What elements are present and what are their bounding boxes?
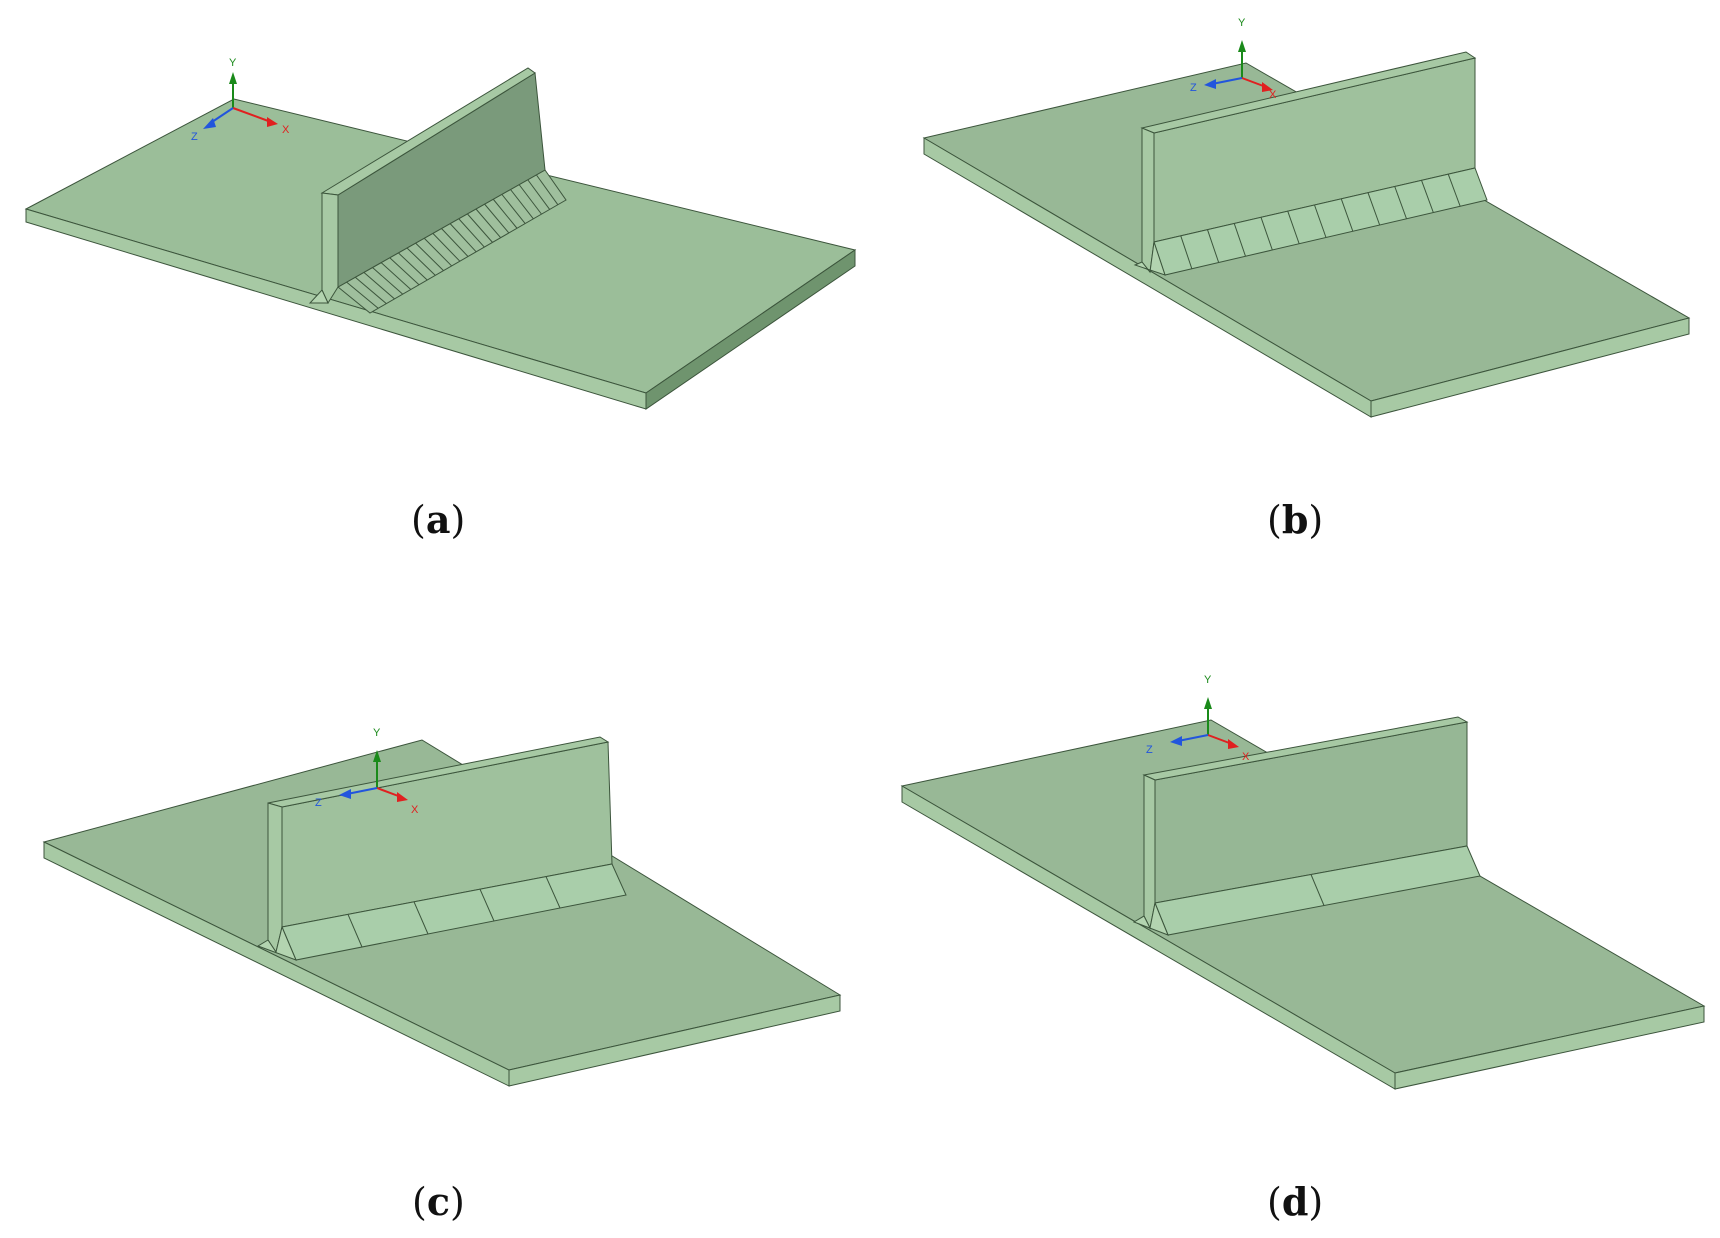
wall-end bbox=[267, 802, 283, 954]
plate-right-edge bbox=[645, 249, 856, 410]
y-arrow-icon bbox=[1204, 697, 1212, 709]
weld-segment-divider bbox=[346, 281, 379, 309]
panel-d: Y X Z (d) bbox=[860, 640, 1720, 1238]
caption-a: (a) bbox=[411, 497, 466, 542]
weld-segment-divider bbox=[423, 237, 453, 267]
weld-segment-divider bbox=[458, 218, 485, 248]
axis-label-x: X bbox=[282, 124, 290, 136]
axis-label-y: Y bbox=[1204, 674, 1212, 686]
wall-end bbox=[1143, 774, 1156, 930]
weld-segment-divider bbox=[1233, 223, 1246, 257]
weld-segment-divider bbox=[1340, 198, 1354, 232]
model-view-b: Y X Z bbox=[922, 17, 1691, 418]
axis-label-z: Z bbox=[1190, 82, 1197, 94]
weld-segment-divider bbox=[479, 888, 495, 922]
weld-segment-divider bbox=[398, 252, 428, 281]
weld-end bbox=[256, 925, 297, 961]
x-arrow-icon bbox=[267, 117, 278, 127]
weld-segment-divider bbox=[1180, 235, 1193, 269]
plate-right-edge bbox=[1394, 1005, 1705, 1090]
axis-triad: Y X Z bbox=[191, 57, 290, 143]
plate-right-edge bbox=[508, 994, 841, 1087]
weld-segment-divider bbox=[372, 267, 403, 295]
weld-segment-divider bbox=[1421, 180, 1434, 213]
weld-segment-divider bbox=[535, 174, 559, 206]
model-view-d: Y X Z bbox=[900, 674, 1706, 1090]
caption-c: (c) bbox=[412, 1179, 465, 1224]
weld-segment-divider bbox=[1207, 229, 1220, 263]
weld-segment-divider bbox=[1260, 217, 1273, 251]
z-arrow-icon bbox=[1204, 79, 1216, 89]
caption-label-d: d bbox=[1281, 1179, 1309, 1224]
weld-segment-divider bbox=[389, 257, 420, 286]
axis-label-y: Y bbox=[229, 57, 237, 69]
axis-label-z: Z bbox=[191, 131, 198, 143]
x-arrow-icon bbox=[1262, 82, 1273, 92]
weld-segment-divider bbox=[347, 914, 363, 948]
weld-segment-divider bbox=[354, 276, 387, 304]
weld-segment-divider bbox=[363, 271, 395, 300]
axis-triad: Y X Z bbox=[1190, 17, 1277, 101]
caption-label-c: c bbox=[426, 1179, 450, 1224]
weld-segment-divider bbox=[415, 242, 444, 271]
weld-segment-divider bbox=[1314, 204, 1327, 238]
weld-segment-divider bbox=[475, 208, 502, 238]
weld-segment-divider bbox=[545, 876, 561, 909]
caption-d: (d) bbox=[1267, 1179, 1324, 1224]
panel-c: Y X Z (c) bbox=[0, 640, 860, 1238]
weld-segment-divider bbox=[466, 213, 493, 243]
weld-segment-divider bbox=[413, 901, 429, 935]
axis-label-z: Z bbox=[315, 797, 322, 809]
weld-segment-divider bbox=[406, 247, 436, 276]
weld-end bbox=[1133, 241, 1166, 276]
axis-label-y: Y bbox=[1238, 17, 1246, 29]
weld-segment-divider bbox=[1367, 192, 1381, 226]
weld-segment-divider bbox=[527, 179, 551, 210]
x-arrow-icon bbox=[397, 792, 408, 802]
y-arrow-icon bbox=[1238, 40, 1246, 52]
model-view-a: Y X Z bbox=[24, 57, 857, 410]
axis-triad: Y X Z bbox=[315, 727, 419, 816]
z-arrow-icon bbox=[1170, 736, 1182, 746]
weld-end bbox=[308, 289, 329, 304]
axis-label-z: Z bbox=[1146, 744, 1153, 756]
weld-segment-divider bbox=[484, 203, 510, 234]
z-arrow-icon bbox=[339, 789, 351, 799]
y-arrow-icon bbox=[373, 750, 381, 762]
x-arrow-icon bbox=[1228, 739, 1239, 749]
weld-end bbox=[1132, 901, 1169, 936]
wall-end bbox=[1141, 127, 1155, 274]
plate-right-edge bbox=[1370, 317, 1690, 418]
weld-segment-divider bbox=[380, 262, 412, 290]
axis-label-y: Y bbox=[373, 727, 381, 739]
weld-segment-divider bbox=[492, 198, 518, 229]
axis-label-x: X bbox=[1269, 89, 1277, 101]
weld-segment-divider bbox=[441, 228, 469, 257]
y-arrow-icon bbox=[229, 72, 237, 84]
weld-segment-divider bbox=[1310, 874, 1325, 906]
weld-segment-divider bbox=[501, 194, 526, 224]
weld-segment-divider bbox=[432, 233, 461, 262]
weld-segment-divider bbox=[1394, 186, 1407, 219]
wall-end bbox=[321, 192, 339, 305]
caption-b: (b) bbox=[1267, 497, 1324, 542]
caption-label-a: a bbox=[425, 497, 451, 542]
weld-segment-divider bbox=[518, 184, 542, 215]
model-view-c: Y X Z bbox=[42, 727, 842, 1087]
weld-segment-divider bbox=[1447, 173, 1461, 207]
weld-segment-divider bbox=[449, 223, 477, 253]
axis-label-x: X bbox=[1242, 751, 1250, 763]
panel-b: Y X Z (b) bbox=[860, 0, 1720, 542]
panel-a: Y X Z (a) bbox=[0, 0, 860, 542]
axis-label-x: X bbox=[411, 804, 419, 816]
axis-triad: Y X Z bbox=[1146, 674, 1250, 763]
weld-segment-divider bbox=[1287, 211, 1300, 244]
z-arrow-icon bbox=[203, 118, 216, 129]
weld-segment-divider bbox=[510, 189, 534, 220]
weld-bead bbox=[337, 169, 567, 314]
caption-label-b: b bbox=[1281, 497, 1309, 542]
